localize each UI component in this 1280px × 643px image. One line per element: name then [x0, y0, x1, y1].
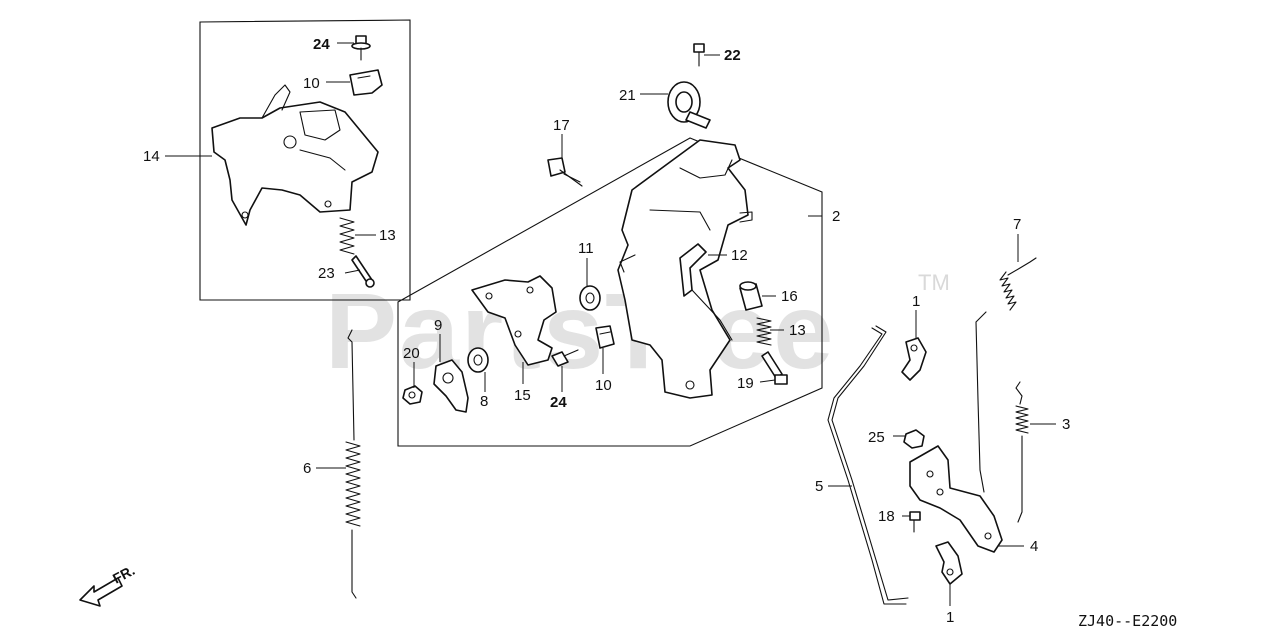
bracket-part-4: [909, 445, 1003, 553]
callout-24-mid[interactable]: 24: [550, 394, 567, 411]
group-box-control-plate: [397, 137, 823, 447]
callout-18[interactable]: 18: [878, 508, 895, 525]
spring-part-3: [1015, 381, 1029, 523]
rod-part-5: [827, 325, 909, 605]
callout-22[interactable]: 22: [724, 47, 741, 64]
bolt-part-24-mid: [551, 349, 579, 367]
callout-12[interactable]: 12: [731, 247, 748, 264]
nut-part-20: [402, 385, 423, 405]
callout-1-bottom[interactable]: 1: [946, 609, 954, 626]
callout-8[interactable]: 8: [480, 393, 488, 410]
callout-19[interactable]: 19: [737, 375, 754, 392]
callout-20[interactable]: 20: [403, 345, 420, 362]
callout-11[interactable]: 11: [578, 240, 594, 257]
callout-14[interactable]: 14: [143, 148, 160, 165]
callout-6[interactable]: 6: [303, 460, 311, 477]
callout-5[interactable]: 5: [815, 478, 823, 495]
callout-25[interactable]: 25: [868, 429, 885, 446]
cable-part-7: [975, 257, 1037, 493]
nut-part-25: [903, 429, 925, 449]
cable-part-6: [345, 329, 361, 599]
callout-15[interactable]: 15: [514, 387, 531, 404]
callout-3[interactable]: 3: [1062, 416, 1070, 433]
bracket-part-14: [211, 84, 379, 226]
collar-part-16: [739, 281, 763, 311]
callout-4[interactable]: 4: [1030, 538, 1038, 555]
bolt-part-17: [547, 157, 583, 187]
callout-labels: 24 10 14 13 23 22 21 17 2 11 12 16 13 19…: [143, 36, 1070, 626]
spring-part-13-mid: [756, 317, 772, 346]
washer-part-8: [467, 347, 489, 373]
lever-part-9: [433, 359, 469, 413]
callout-10-top[interactable]: 10: [303, 75, 320, 92]
bolt-part-19: [761, 351, 788, 385]
callout-2[interactable]: 2: [832, 208, 840, 225]
callout-13-left[interactable]: 13: [379, 227, 396, 244]
watermark-trademark: TM: [918, 270, 950, 295]
callout-24-top[interactable]: 24: [313, 36, 330, 53]
callout-16[interactable]: 16: [781, 288, 798, 305]
callout-9[interactable]: 9: [434, 317, 442, 334]
callout-7[interactable]: 7: [1013, 216, 1021, 233]
clamp-part-21: [667, 81, 711, 129]
arm-part-12: [679, 243, 733, 341]
callout-13-mid[interactable]: 13: [789, 322, 806, 339]
callout-10-mid[interactable]: 10: [595, 377, 612, 394]
spring-part-13-left: [339, 217, 355, 255]
screw-part-22: [693, 43, 705, 67]
callout-23[interactable]: 23: [318, 265, 335, 282]
clip-part-1-top: [901, 337, 927, 381]
bolt-part-18: [909, 511, 921, 533]
group-box-bracket-assembly: [199, 19, 411, 301]
diagram-code: ZJ40--E2200: [1078, 612, 1177, 630]
callout-21[interactable]: 21: [619, 87, 636, 104]
callout-1-top[interactable]: 1: [912, 293, 920, 310]
front-direction-indicator: FR.: [79, 562, 137, 607]
clip-part-10-top: [349, 69, 383, 96]
front-arrow-icon: [79, 577, 123, 607]
bolt-part-23: [351, 255, 375, 288]
leader-lines: [165, 42, 1056, 606]
callout-17[interactable]: 17: [553, 117, 570, 134]
plate-part-15: [471, 275, 557, 366]
clip-part-1-bottom: [935, 541, 963, 585]
bolt-part-24-top: [351, 35, 371, 61]
clip-part-10-mid: [595, 325, 615, 349]
washer-part-11: [579, 285, 601, 311]
